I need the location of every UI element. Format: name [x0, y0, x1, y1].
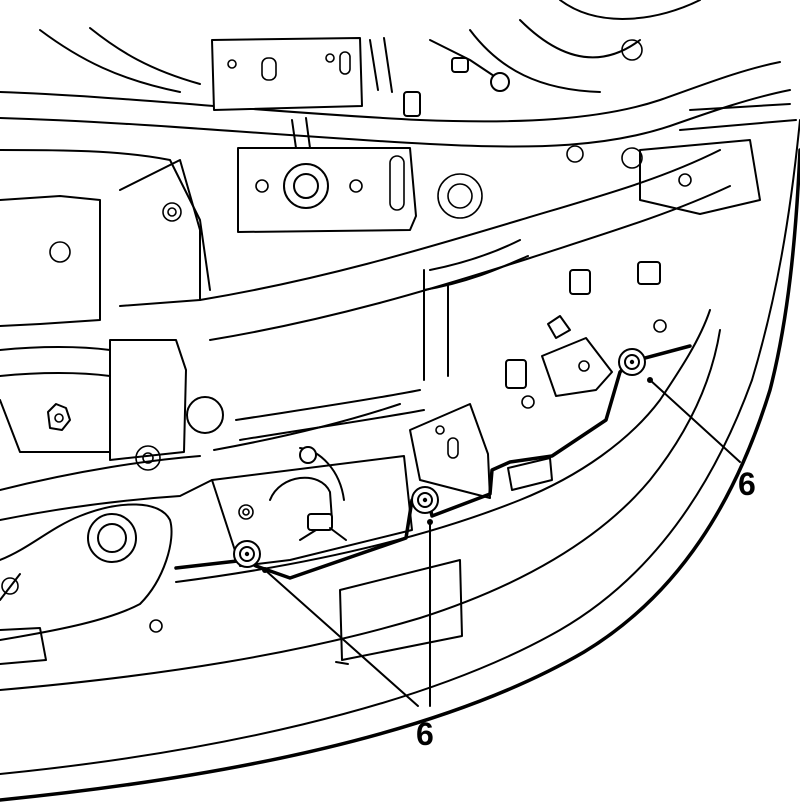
bumper-cover — [0, 119, 800, 802]
bumper-mount-edge — [174, 344, 692, 580]
leader-line-left — [264, 569, 419, 707]
engine-bay-linework — [0, 0, 797, 665]
leader-lines — [262, 377, 741, 707]
bolt-centre — [411, 486, 439, 514]
callout-label-right: 6 — [738, 466, 756, 502]
bolt-left — [233, 540, 261, 568]
leader-line-right — [649, 379, 741, 463]
callout-label-bottom: 6 — [416, 716, 434, 752]
bolt-right — [618, 348, 646, 376]
